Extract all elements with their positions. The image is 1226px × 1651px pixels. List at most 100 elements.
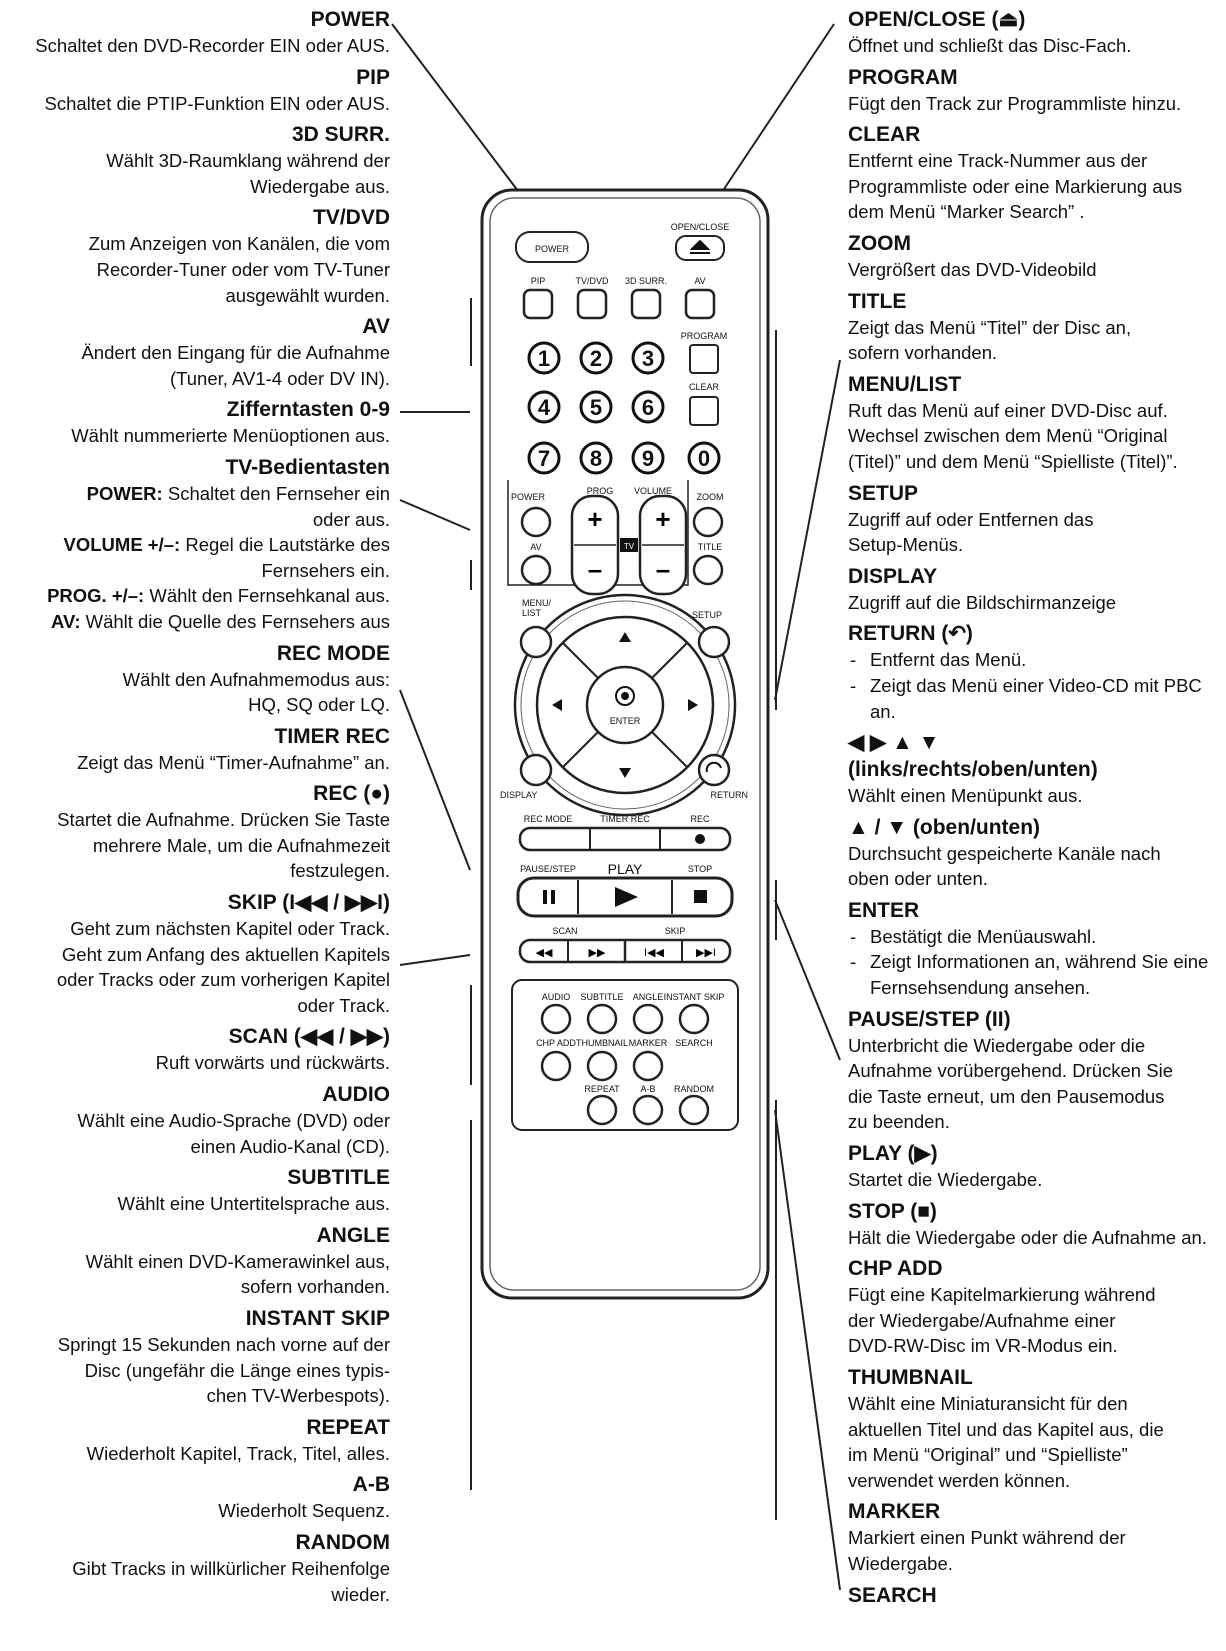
section-text: Wählt eine Audio-Sprache (DVD) oder <box>77 1110 390 1132</box>
digit-label: 9 <box>642 446 654 471</box>
section-text: sofern vorhanden. <box>240 1276 390 1298</box>
section-text: Programmliste oder eine Markierung aus <box>848 175 1183 197</box>
section-bullet: Zeigt das Menü einer Video-CD mit PBC an… <box>848 673 1222 724</box>
section-title: ENTER <box>848 898 920 922</box>
section-title: THUMBNAIL <box>848 1366 973 1389</box>
func-button[interactable] <box>540 1050 572 1082</box>
func-label: RANDOM <box>674 1084 714 1094</box>
digit-button[interactable] <box>527 441 561 475</box>
section-text: Aufnahme vorübergehend. Drücken Sie <box>848 1060 1173 1082</box>
section-text: der Wiedergabe/Aufnahme einer <box>848 1309 1116 1331</box>
section-title: ▲ / ▼ (oben/unten) <box>848 815 1041 839</box>
section-title: TITLE <box>848 289 907 313</box>
section-title: SEARCH <box>848 1583 937 1607</box>
func-button[interactable] <box>678 1003 710 1035</box>
section-title: DISPLAY <box>848 564 938 588</box>
section-title: MENU/LIST <box>848 372 962 396</box>
svg-text:–: – <box>588 554 602 584</box>
section-text: einen Audio-Kanal (CD). <box>190 1135 391 1157</box>
section-title: TV/DVD <box>312 206 390 230</box>
section-text: (Tuner, AV1-4 oder DV IN). <box>169 367 390 389</box>
section-text: Wählt eine Untertitelsprache aus. <box>117 1193 391 1215</box>
section-bullet: Zeigt Informationen an, während Sie eine… <box>848 949 1222 1000</box>
section-title: ZOOM <box>848 231 911 255</box>
func-button[interactable] <box>586 1050 618 1082</box>
section-text: Disc (ungefähr die Länge eines typis- <box>84 1359 390 1381</box>
bracket <box>470 560 472 590</box>
section-title: TV-Bedientasten <box>225 455 390 479</box>
section-text: mehrere Male, um die Aufnahmezeit <box>92 834 390 856</box>
section-title: ◀ ▶ ▲ ▼ (links/rechts/oben/unten) <box>848 731 1098 782</box>
section-text: Fernsehers ein. <box>261 559 390 581</box>
section-title: RANDOM <box>295 1530 391 1554</box>
power-button-label: POWER <box>535 244 570 254</box>
svg-text:▶▶: ▶▶ <box>589 947 606 959</box>
digit-label: 7 <box>538 446 550 471</box>
section-text: oben oder unten. <box>848 868 988 890</box>
digit-button[interactable] <box>631 341 665 375</box>
digit-label: 0 <box>698 446 710 471</box>
svg-text:LIST: LIST <box>522 608 542 618</box>
bracket <box>775 330 777 710</box>
digit-button[interactable] <box>579 390 613 424</box>
row1-button[interactable] <box>522 288 554 320</box>
digit-button[interactable] <box>687 441 721 475</box>
func-button[interactable] <box>540 1003 572 1035</box>
section-bullet: Entfernt das Menü. <box>848 647 1222 673</box>
digit-button[interactable] <box>527 341 561 375</box>
func-label: AUDIO <box>542 992 571 1002</box>
section-text: Wiederholt Kapitel, Track, Titel, alles. <box>86 1442 390 1464</box>
func-button[interactable] <box>586 1003 618 1035</box>
digit-label: 8 <box>590 446 602 471</box>
play-label: PLAY <box>608 861 643 877</box>
func-button[interactable] <box>632 1094 664 1126</box>
row1-label: 3D SURR. <box>625 276 667 286</box>
section-text: Schaltet die PTIP-Funktion EIN oder AUS. <box>44 92 391 114</box>
digit-button[interactable] <box>527 390 561 424</box>
svg-text:▶▶I: ▶▶I <box>696 947 716 959</box>
svg-text:–: – <box>656 554 670 584</box>
section-text: Wählt nummerierte Menüoptionen aus. <box>71 425 390 447</box>
setup-label: SETUP <box>692 610 722 620</box>
digit-button[interactable] <box>631 441 665 475</box>
bracket <box>470 1120 472 1490</box>
section-text: Zeigt das Menü “Timer-Aufnahme” an. <box>77 751 390 773</box>
menu-list-label: MENU/ <box>522 598 551 608</box>
section-text: Vergrößert das DVD-Videobild <box>848 258 1097 280</box>
section-text: oder Tracks oder zum vorherigen Kapitel <box>56 969 390 991</box>
clear-label: CLEAR <box>689 382 720 392</box>
digit-button[interactable] <box>631 390 665 424</box>
row1-button[interactable] <box>630 288 662 320</box>
stop-label: STOP <box>688 864 712 874</box>
func-label: ANGLE <box>633 992 664 1002</box>
section-text: Ruft das Menü auf einer DVD-Disc auf. <box>848 399 1168 421</box>
func-button[interactable] <box>632 1003 664 1035</box>
digit-button[interactable] <box>579 341 613 375</box>
func-button[interactable] <box>586 1094 618 1126</box>
func-label: MARKER <box>629 1038 668 1048</box>
section-text: Recorder-Tuner oder vom TV-Tuner <box>96 258 390 280</box>
timer-rec-label: TIMER REC <box>600 814 650 824</box>
row1-label: AV <box>694 276 705 286</box>
section-title: REC (●) <box>313 782 390 806</box>
section-text: Entfernt eine Track-Nummer aus der <box>848 150 1148 172</box>
section-title: OPEN/CLOSE (⏏) <box>848 8 1026 31</box>
func-button[interactable] <box>678 1094 710 1126</box>
row1-button[interactable] <box>576 288 608 320</box>
digit-button[interactable] <box>579 441 613 475</box>
func-label: CHP ADD <box>536 1038 576 1048</box>
section-title: PIP <box>356 65 390 89</box>
section-title: ANGLE <box>316 1223 391 1247</box>
row1-button[interactable] <box>684 288 716 320</box>
section-title: 3D SURR. <box>291 123 390 147</box>
program-label: PROGRAM <box>681 331 728 341</box>
section-text: dem Menü “Marker Search” . <box>848 201 1085 223</box>
func-button[interactable] <box>632 1050 664 1082</box>
bracket <box>775 1100 777 1520</box>
section-title: REPEAT <box>306 1415 390 1439</box>
digit-label: 5 <box>590 395 602 420</box>
section-text: Ändert den Eingang für die Aufnahme <box>81 342 390 364</box>
section-text: sofern vorhanden. <box>848 342 998 364</box>
enter-label: ENTER <box>610 716 641 726</box>
